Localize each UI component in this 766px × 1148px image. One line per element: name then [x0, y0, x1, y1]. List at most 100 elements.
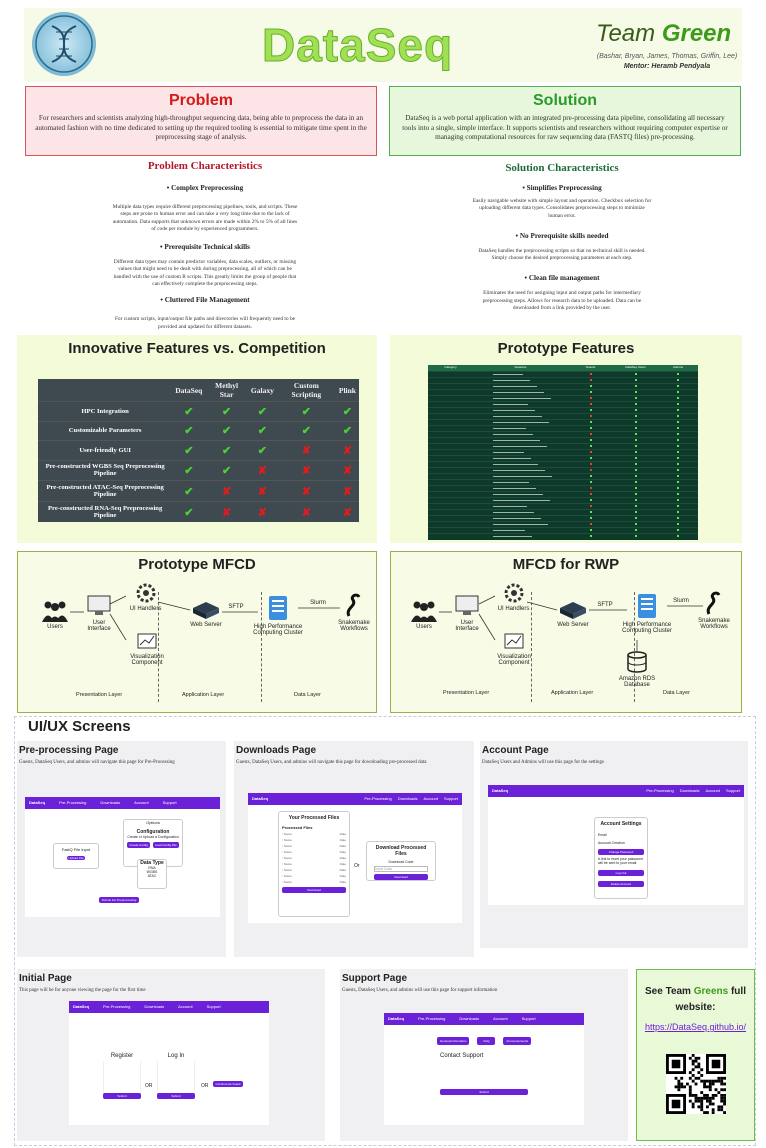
proto-row: [428, 431, 698, 437]
nav-item[interactable]: Support: [206, 1004, 221, 1009]
check-icon: [634, 403, 637, 405]
check-icon: [677, 433, 679, 435]
nav-item[interactable]: Account: [423, 796, 438, 801]
nav-item[interactable]: Support: [162, 800, 177, 805]
cross-icon: ✘: [301, 485, 311, 498]
problem-char-title: • Prerequisite Technical skills: [160, 243, 250, 252]
check-icon: [634, 421, 637, 423]
table-cell: ✘: [205, 480, 248, 502]
login-submit-button[interactable]: Submit: [157, 1093, 195, 1099]
check-icon: [589, 517, 592, 519]
datatype-card: Data Type RNA WGBS ATAC: [137, 859, 167, 889]
table-cell: ✘: [247, 501, 277, 522]
nav-item[interactable]: Account: [705, 788, 720, 793]
check-icon: [634, 487, 637, 489]
create-config-button[interactable]: Create Config: [127, 842, 150, 848]
download-all-button[interactable]: Download: [282, 887, 346, 893]
app-name: DataSeq: [388, 1016, 405, 1021]
nav-item[interactable]: Downloads: [144, 1004, 165, 1009]
nav-item[interactable]: Pre-Processing: [646, 788, 674, 793]
solution-text: DataSeq is a web portal application with…: [402, 114, 728, 142]
register-submit-button[interactable]: Submit: [103, 1093, 141, 1099]
table-cell: ✔: [276, 420, 336, 441]
check-icon: [677, 409, 679, 411]
guest-button[interactable]: Continue As Guest: [213, 1081, 243, 1087]
check-icon: ✔: [257, 425, 267, 438]
table-cell: ✔: [172, 501, 206, 522]
check-icon: [634, 433, 637, 435]
load-config-button[interactable]: Load Config File: [152, 842, 179, 848]
proto-row: [428, 425, 698, 431]
nav-item[interactable]: Pre-Processing: [103, 1004, 131, 1009]
table-cell: ✘: [276, 480, 336, 502]
change-password-button[interactable]: Change Password: [598, 849, 644, 855]
proto-row: [428, 443, 698, 449]
prototype-mfcd-panel: Prototype MFCD Users User Interface UI H…: [17, 551, 377, 713]
table-cell: ✘: [276, 440, 336, 460]
cross-icon: [589, 493, 592, 495]
support-submit-button[interactable]: Submit: [440, 1089, 528, 1095]
cross-icon: ✘: [342, 485, 353, 498]
download-button[interactable]: Download: [374, 874, 428, 880]
table-cell: ✔: [172, 401, 206, 421]
nav-item[interactable]: Account: [178, 1004, 193, 1009]
code-input[interactable]: Input Code: [374, 866, 428, 872]
support-tab[interactable]: FAQ: [477, 1037, 496, 1045]
nav-item[interactable]: Account: [493, 1016, 508, 1021]
type-option[interactable]: ATAC: [147, 874, 157, 878]
nav-item[interactable]: Downloads: [100, 800, 121, 805]
nav-item[interactable]: Pre-Processing: [59, 800, 87, 805]
check-icon: [634, 451, 637, 453]
solution-title: Solution: [533, 92, 597, 109]
proto-row: [428, 413, 698, 419]
check-icon: ✔: [222, 425, 232, 438]
problem-text: For researchers and scientists analyzing…: [35, 114, 367, 142]
screen-desc: This page will be for anyone viewing the…: [19, 988, 146, 993]
logout-button[interactable]: Log Out: [598, 870, 644, 876]
proto-row: [428, 479, 698, 485]
nav-item[interactable]: Pre-Processing: [418, 1016, 446, 1021]
viz-node: Visualization Component: [122, 632, 172, 666]
nav-item[interactable]: Support: [725, 788, 740, 793]
delete-account-button[interactable]: Delete Account: [598, 881, 644, 887]
nav-item[interactable]: Support: [521, 1016, 536, 1021]
problem-char-title: • Complex Preprocessing: [166, 184, 244, 192]
submit-preprocessing-button[interactable]: Submit For Preprocessing: [99, 897, 139, 903]
table-cell: ✔: [205, 420, 248, 441]
check-icon: [589, 391, 592, 393]
check-icon: [589, 445, 592, 447]
upload-button[interactable]: Upload File: [67, 856, 85, 860]
flow-arrows: [70, 595, 340, 641]
nav-item[interactable]: Support: [443, 796, 458, 801]
rwp-mfcd-panel: MFCD for RWP Users User Interface UI Han…: [390, 551, 742, 713]
nav-item[interactable]: Downloads: [397, 796, 418, 801]
type-option[interactable]: WGBS: [146, 870, 158, 874]
nav-item[interactable]: Account: [134, 800, 149, 805]
cluster-icon: [638, 594, 656, 618]
support-tab[interactable]: General Information: [436, 1037, 470, 1045]
table-cell: ✘: [247, 480, 277, 502]
layer-label: Application Layer: [551, 690, 594, 696]
type-option[interactable]: RNA: [148, 866, 156, 870]
or-label: Or: [354, 863, 360, 869]
table-cell: ✔: [205, 401, 248, 421]
nav-item[interactable]: Downloads: [679, 788, 700, 793]
support-tab[interactable]: Announcements: [503, 1037, 532, 1045]
nav-item[interactable]: Pre-Processing: [364, 796, 392, 801]
cross-icon: ✘: [301, 464, 311, 477]
proto-row: [428, 503, 698, 509]
check-icon: ✔: [184, 425, 194, 438]
nav-item[interactable]: Downloads: [459, 1016, 480, 1021]
competition-panel: Innovative Features vs. Competition Data…: [17, 335, 377, 543]
website-link[interactable]: https://DataSeq.github.io/: [644, 1022, 747, 1032]
